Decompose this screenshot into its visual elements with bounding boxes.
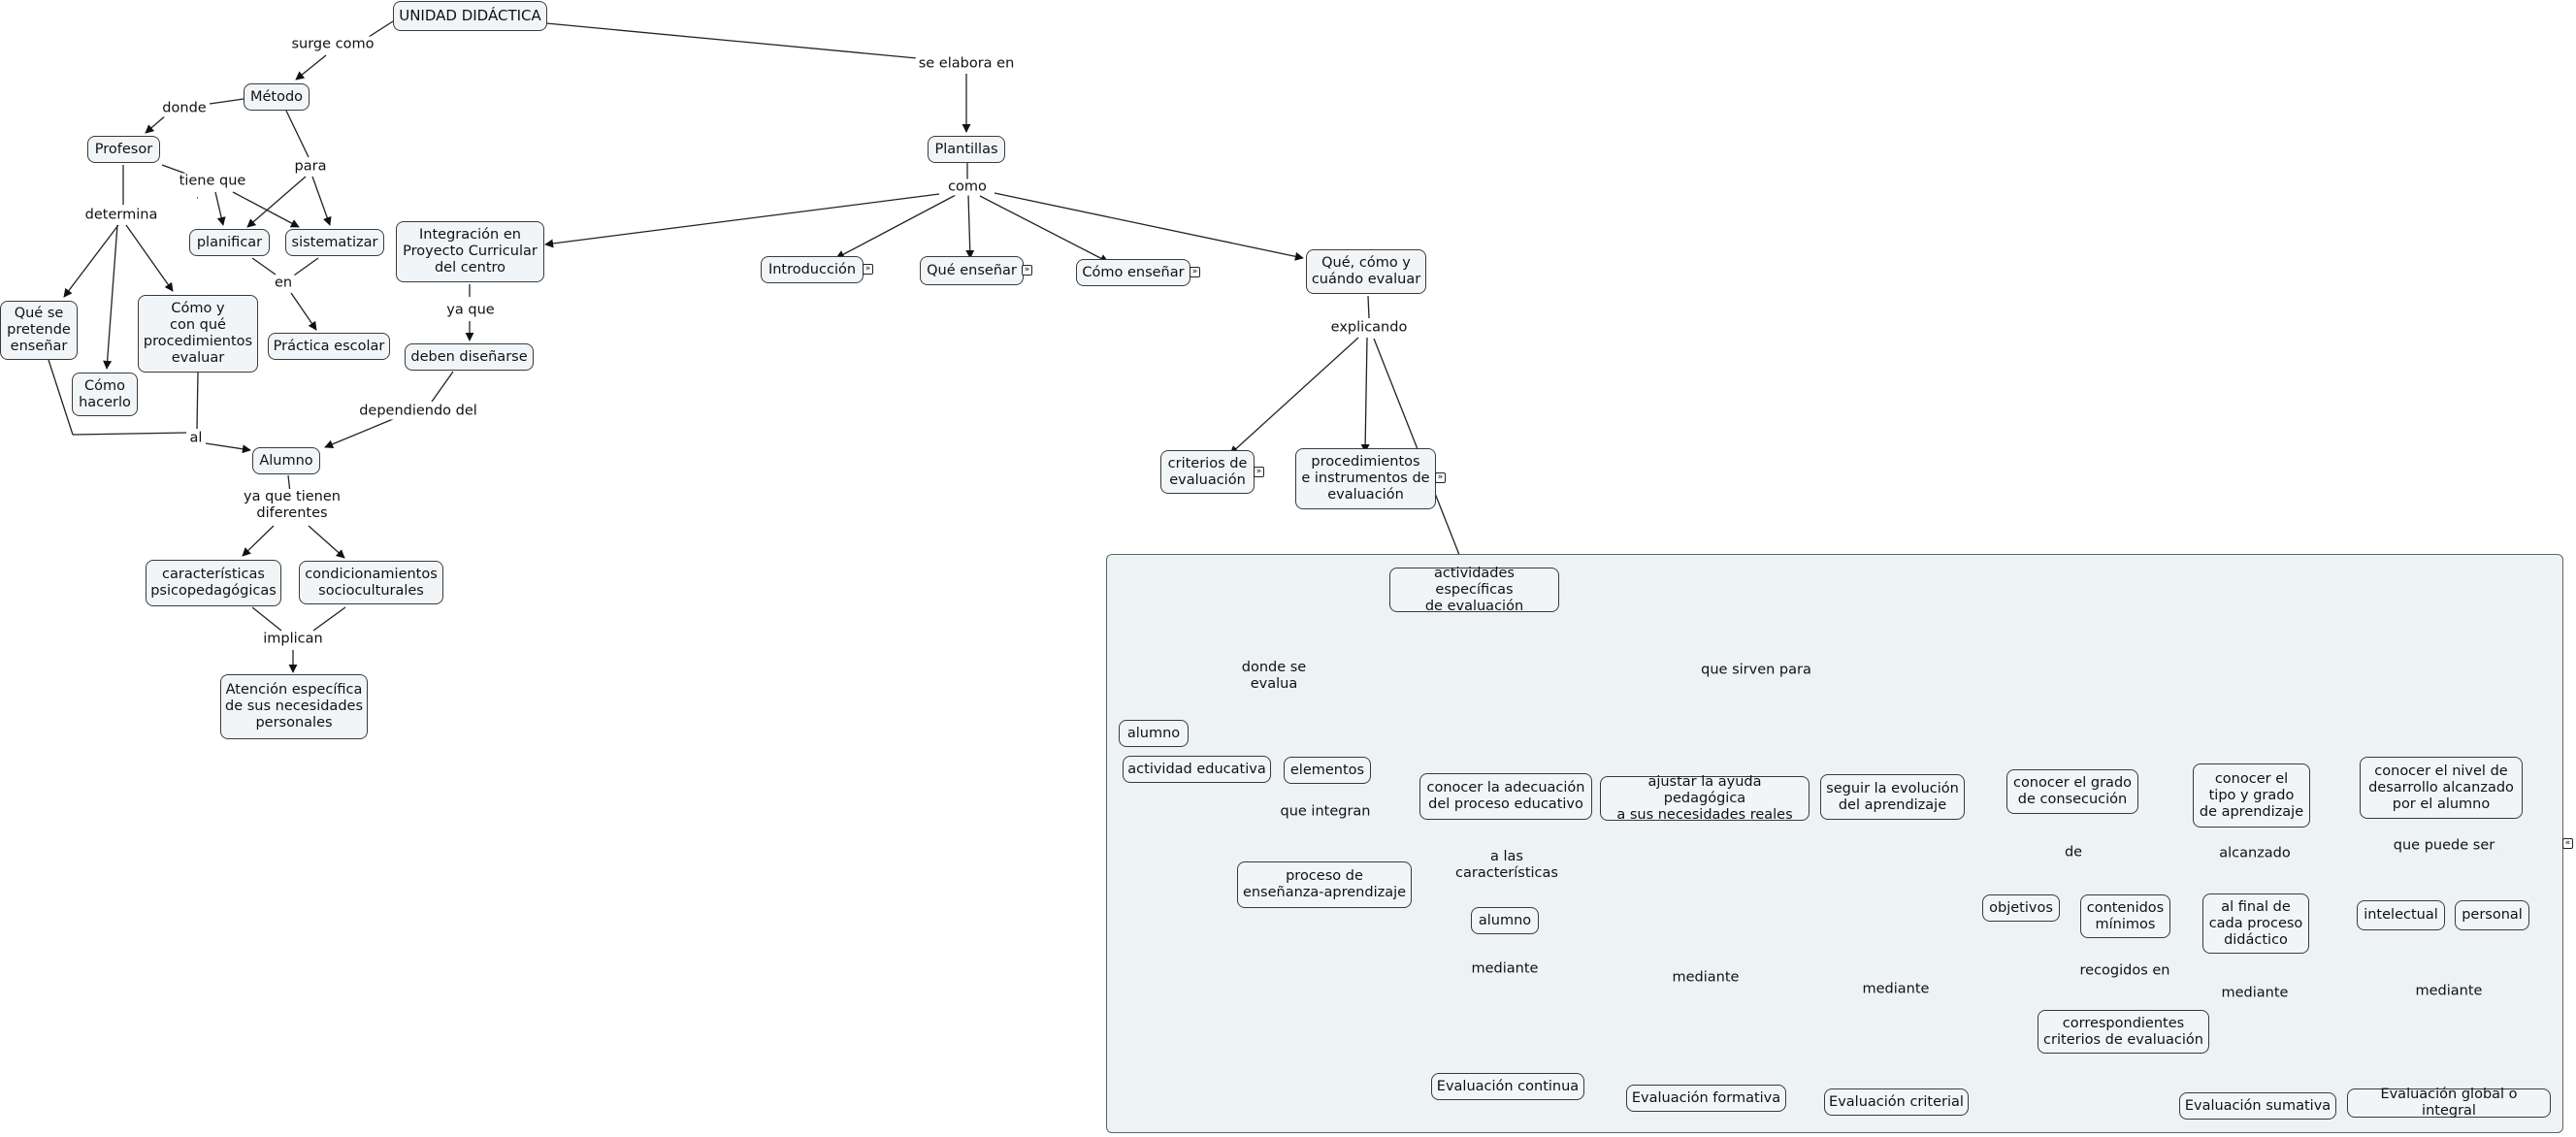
link-mediante-criterial[interactable]: mediante bbox=[1859, 981, 1933, 998]
expand-como-ensenar-icon[interactable]: » bbox=[1190, 267, 1200, 277]
link-donde[interactable]: donde bbox=[159, 100, 210, 117]
node-integracion-proyecto-curricular[interactable]: Integración en Proyecto Curricular del c… bbox=[396, 221, 544, 282]
node-evaluacion-formativa[interactable]: Evaluación formativa bbox=[1626, 1085, 1786, 1112]
node-proceso-ensenanza-aprendizaje[interactable]: proceso de enseñanza-aprendizaje bbox=[1237, 861, 1412, 908]
node-atencion-especifica[interactable]: Atención específica de sus necesidades p… bbox=[220, 674, 368, 739]
link-determina[interactable]: determina bbox=[82, 207, 161, 224]
node-introduccion[interactable]: Introducción bbox=[761, 256, 864, 283]
node-intelectual[interactable]: intelectual bbox=[2357, 900, 2445, 930]
link-alcanzado[interactable]: alcanzado bbox=[2216, 845, 2294, 862]
node-evaluacion-global-integral[interactable]: Evaluación global o integral bbox=[2347, 1087, 2551, 1119]
expand-que-ensenar-icon[interactable]: » bbox=[1022, 265, 1032, 276]
link-que-sirven-para[interactable]: que sirven para bbox=[1698, 662, 1814, 679]
link-mediante-global[interactable]: mediante bbox=[2412, 983, 2486, 1000]
node-profesor[interactable]: Profesor bbox=[87, 136, 160, 163]
node-que-ensenar[interactable]: Qué enseñar bbox=[920, 256, 1024, 285]
node-como-ensenar[interactable]: Cómo enseñar bbox=[1076, 259, 1190, 286]
node-planificar[interactable]: planificar bbox=[189, 229, 270, 256]
node-correspondientes-criterios[interactable]: correspondientes criterios de evaluación bbox=[2038, 1010, 2209, 1054]
node-como-y-con-que-procedimientos[interactable]: Cómo y con qué procedimientos evaluar bbox=[138, 295, 258, 373]
node-conocer-adecuacion[interactable]: conocer la adecuación del proceso educat… bbox=[1419, 773, 1592, 820]
node-caracteristicas-psicopedagogicas[interactable]: características psicopedagógicas bbox=[146, 560, 281, 606]
link-dependiendo-del[interactable]: dependiendo del bbox=[356, 403, 480, 420]
link-que-puede-ser[interactable]: que puede ser bbox=[2390, 837, 2498, 855]
expand-procedimientos-icon[interactable]: » bbox=[1435, 472, 1446, 483]
node-procedimientos-instrumentos[interactable]: procedimientos e instrumentos de evaluac… bbox=[1295, 448, 1436, 509]
link-se-elabora-en[interactable]: se elabora en bbox=[915, 55, 1018, 73]
node-que-como-cuando-evaluar[interactable]: Qué, cómo y cuándo evaluar bbox=[1306, 249, 1426, 294]
node-conocer-tipo-grado[interactable]: conocer el tipo y grado de aprendizaje bbox=[2193, 763, 2310, 828]
expand-criterios-icon[interactable]: » bbox=[1254, 467, 1264, 477]
evaluation-activities-panel bbox=[1106, 554, 2563, 1133]
link-de[interactable]: de bbox=[2061, 844, 2086, 861]
link-mediante-formativa[interactable]: mediante bbox=[1669, 969, 1743, 987]
node-plantillas[interactable]: Plantillas bbox=[928, 136, 1005, 163]
node-conocer-nivel-desarrollo[interactable]: conocer el nivel de desarrollo alcanzado… bbox=[2360, 757, 2523, 819]
expand-introduccion-icon[interactable]: » bbox=[863, 264, 873, 275]
link-explicando[interactable]: explicando bbox=[1327, 319, 1411, 337]
link-ya-que[interactable]: ya que bbox=[443, 302, 498, 319]
node-metodo[interactable]: Método bbox=[244, 83, 310, 111]
node-que-se-pretende-ensenar[interactable]: Qué se pretende enseñar bbox=[0, 301, 78, 360]
node-como-hacerlo[interactable]: Cómo hacerlo bbox=[72, 373, 138, 416]
link-para[interactable]: para bbox=[291, 158, 330, 176]
node-evaluacion-continua[interactable]: Evaluación continua bbox=[1431, 1073, 1584, 1100]
node-elementos[interactable]: elementos bbox=[1284, 757, 1371, 784]
link-tiene-que[interactable]: tiene que bbox=[176, 173, 249, 190]
node-deben-disenarse[interactable]: deben diseñarse bbox=[405, 343, 534, 371]
link-al[interactable]: al bbox=[186, 430, 206, 447]
node-objetivos[interactable]: objetivos bbox=[1982, 894, 2060, 922]
node-condicionamientos-socioculturales[interactable]: condicionamientos socioculturales bbox=[299, 561, 443, 604]
link-en[interactable]: en bbox=[271, 275, 296, 292]
link-surge-como[interactable]: surge como bbox=[288, 36, 377, 53]
node-actividades-especificas[interactable]: actividades específicas de evaluación bbox=[1389, 566, 1559, 614]
link-recogidos-en[interactable]: recogidos en bbox=[2076, 962, 2173, 980]
node-unidad-didactica[interactable]: UNIDAD DIDÁCTICA bbox=[393, 1, 547, 31]
node-alumno[interactable]: Alumno bbox=[252, 447, 320, 474]
node-criterios-de-evaluacion[interactable]: criterios de evaluación bbox=[1160, 450, 1255, 494]
node-al-final-proceso[interactable]: al final de cada proceso didáctico bbox=[2202, 893, 2309, 954]
link-mediante-sumativa[interactable]: mediante bbox=[2218, 985, 2292, 1002]
node-evaluacion-criterial[interactable]: Evaluación criterial bbox=[1824, 1088, 1969, 1116]
node-conocer-grado-consecucion[interactable]: conocer el grado de consecución bbox=[2006, 769, 2138, 814]
node-practica-escolar[interactable]: Práctica escolar bbox=[268, 333, 390, 360]
node-actividad-educativa[interactable]: actividad educativa bbox=[1123, 756, 1271, 783]
node-alumno-caracteristicas[interactable]: alumno bbox=[1471, 907, 1539, 934]
node-alumno-evaluado[interactable]: alumno bbox=[1119, 720, 1189, 747]
node-contenidos-minimos[interactable]: contenidos mínimos bbox=[2080, 894, 2170, 938]
link-ya-que-tienen-diferentes[interactable]: ya que tienen diferentes bbox=[241, 489, 343, 522]
node-sistematizar[interactable]: sistematizar bbox=[285, 229, 384, 256]
link-donde-se-evalua[interactable]: donde se evalua bbox=[1238, 660, 1310, 693]
link-a-las-caracteristicas[interactable]: a las características bbox=[1452, 849, 1561, 882]
collapse-panel-icon[interactable]: » bbox=[2562, 838, 2573, 849]
node-seguir-evolucion[interactable]: seguir la evolución del aprendizaje bbox=[1820, 774, 1965, 820]
link-mediante-continua[interactable]: mediante bbox=[1468, 960, 1542, 978]
link-como[interactable]: como bbox=[945, 179, 990, 196]
node-ajustar-ayuda-pedagogica[interactable]: ajustar la ayuda pedagógica a sus necesi… bbox=[1600, 774, 1810, 823]
node-evaluacion-sumativa[interactable]: Evaluación sumativa bbox=[2179, 1092, 2336, 1120]
link-que-integran[interactable]: que integran bbox=[1277, 803, 1374, 821]
link-implican[interactable]: implican bbox=[260, 631, 326, 648]
node-personal[interactable]: personal bbox=[2455, 900, 2529, 930]
